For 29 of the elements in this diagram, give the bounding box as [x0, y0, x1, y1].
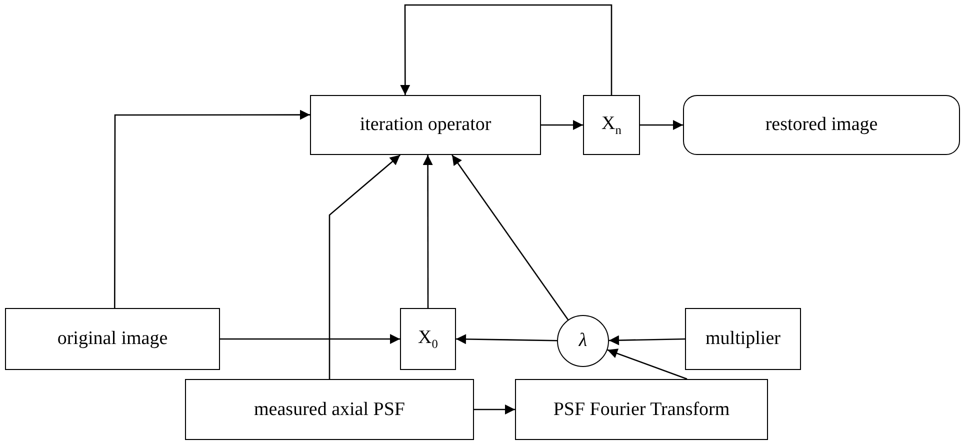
arrow: [640, 120, 683, 130]
process-box: [5, 308, 220, 370]
node-label: multiplier: [706, 328, 780, 350]
arrow: [422, 155, 433, 308]
arrow: [328, 154, 401, 379]
arrow: [608, 335, 686, 346]
circle-node: [557, 315, 609, 367]
process-box: [400, 308, 456, 370]
arrow: [456, 334, 558, 344]
process-box: [310, 95, 541, 155]
node-label: original image: [57, 328, 168, 350]
node-label: PSF Fourier Transform: [553, 398, 730, 420]
process-box: [685, 308, 801, 370]
node-label: restored image: [765, 114, 878, 136]
process-box: [515, 379, 768, 440]
arrow: [541, 120, 583, 130]
arrow: [474, 404, 515, 414]
node-label: measured axial PSF: [254, 398, 405, 420]
terminal-box: [683, 95, 960, 155]
node-label: iteration operator: [360, 114, 492, 136]
node-label: X$_{n}$: [602, 112, 622, 138]
arrow: [400, 4, 612, 95]
arrow: [220, 334, 400, 344]
node-label: X$_{0}$: [418, 326, 438, 352]
node-label: λ: [578, 330, 588, 352]
process-box: [185, 379, 474, 440]
process-box: [583, 95, 640, 155]
arrow: [452, 154, 569, 320]
arrow: [114, 110, 310, 308]
